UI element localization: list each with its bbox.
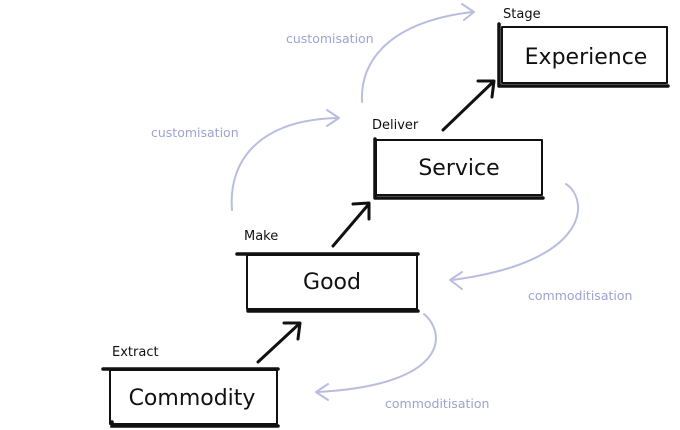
customisation-upper-label: customisation xyxy=(286,31,374,46)
commodity-label: Commodity xyxy=(129,386,256,411)
customisation-flow-upper: customisation xyxy=(286,3,475,103)
service-box-shadow xyxy=(373,137,545,200)
commoditisation-upper-label: commoditisation xyxy=(528,288,632,303)
stage-service: Deliver Service xyxy=(372,118,545,200)
commodity-action-label: Extract xyxy=(112,345,159,360)
experience-label: Experience xyxy=(525,45,648,70)
arrow-commodity-to-good xyxy=(256,321,302,364)
commodity-box-shadow xyxy=(101,367,280,428)
service-action-label: Deliver xyxy=(372,118,419,133)
progression-arrows xyxy=(256,79,496,364)
arrow-service-to-experience xyxy=(441,79,496,132)
stage-action-label: Stage xyxy=(503,7,541,22)
commoditisation-lower-label: commoditisation xyxy=(385,396,489,411)
experience-box-shadow xyxy=(497,22,670,88)
service-label: Service xyxy=(418,156,499,181)
experience-box xyxy=(501,26,668,84)
customisation-flow-lower: customisation xyxy=(151,109,340,211)
commoditisation-flow-lower: commoditisation xyxy=(315,313,489,411)
stage-commodity: Extract Commodity xyxy=(101,345,280,428)
commoditisation-flow-upper: commoditisation xyxy=(449,183,632,303)
good-box-shadow xyxy=(235,252,420,313)
customisation-lower-label: customisation xyxy=(151,125,239,140)
good-action-label: Make xyxy=(244,229,278,244)
arrow-good-to-service xyxy=(331,201,371,248)
good-label: Good xyxy=(303,270,361,295)
stage-experience: Stage Experience xyxy=(497,7,670,88)
stage-good: Make Good xyxy=(235,229,420,313)
